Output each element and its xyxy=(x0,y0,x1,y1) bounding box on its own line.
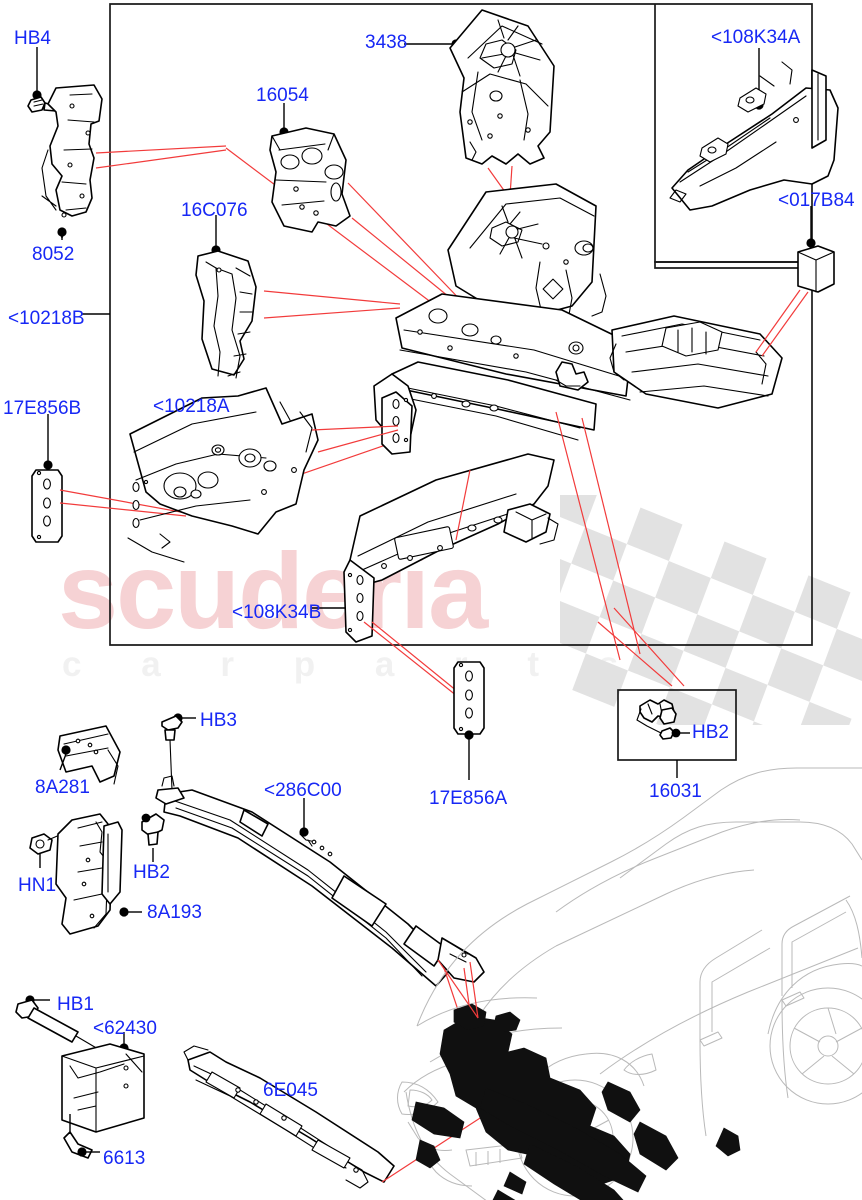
part-label-6E045[interactable]: 6E045 xyxy=(263,1080,318,1101)
part-16054-apron-reinforcement xyxy=(269,103,351,233)
part-label-017B84[interactable]: <017B84 xyxy=(778,190,855,211)
part-017B84-mounting-block xyxy=(797,206,835,293)
part-HB2-left-bolt xyxy=(141,813,165,862)
part-label-HB3[interactable]: HB3 xyxy=(200,710,237,731)
part-label-HB2-left[interactable]: HB2 xyxy=(133,862,170,883)
part-HB1-long-bolt xyxy=(15,995,111,1057)
part-17E856B-strip xyxy=(31,414,63,543)
part-label-8052[interactable]: 8052 xyxy=(32,244,75,265)
part-label-3438[interactable]: 3438 xyxy=(365,32,408,53)
part-label-286C00[interactable]: <286C00 xyxy=(264,780,342,801)
part-label-10218B[interactable]: <10218B xyxy=(8,308,85,329)
part-108K34B-front-rail-left xyxy=(312,453,559,643)
part-label-108K34A[interactable]: <108K34A xyxy=(711,27,801,48)
part-3438-strut-tower xyxy=(404,9,555,165)
part-8A193-bracket xyxy=(55,813,142,935)
part-label-HB2-inset[interactable]: HB2 xyxy=(692,722,729,743)
part-label-16C076[interactable]: 16C076 xyxy=(181,200,248,221)
part-16C076-brace xyxy=(195,215,257,379)
part-label-17E856B[interactable]: 17E856B xyxy=(3,398,82,419)
part-62430-box-bracket xyxy=(61,1032,145,1159)
part-286C00-bumper-beam xyxy=(155,775,485,987)
part-label-17E856A[interactable]: 17E856A xyxy=(429,788,508,809)
part-main-front-structure-assembly xyxy=(373,183,783,455)
part-label-HB1[interactable]: HB1 xyxy=(57,994,94,1015)
part-HB3-bolt xyxy=(161,713,196,791)
part-6E045-lower-tie-bar xyxy=(183,1045,395,1189)
inset-16031 xyxy=(617,689,737,778)
vehicle-outline-illustration xyxy=(397,767,862,1200)
part-label-10218A[interactable]: <10218A xyxy=(153,396,230,417)
part-label-62430[interactable]: <62430 xyxy=(93,1018,157,1039)
part-8052-panel xyxy=(41,84,103,237)
part-label-16054[interactable]: 16054 xyxy=(256,85,309,106)
part-17E856A-strip xyxy=(453,661,485,780)
part-label-HB4[interactable]: HB4 xyxy=(14,28,51,49)
part-10218A-apron-panel xyxy=(127,387,319,563)
part-label-108K34B[interactable]: <108K34B xyxy=(232,602,322,623)
part-108K34A-front-rail-right xyxy=(669,48,839,211)
part-label-8A281[interactable]: 8A281 xyxy=(35,777,90,798)
part-8A281-bracket xyxy=(57,725,121,785)
part-label-HN1[interactable]: HN1 xyxy=(18,875,57,896)
part-label-6613[interactable]: 6613 xyxy=(103,1148,146,1169)
part-label-16031[interactable]: 16031 xyxy=(649,781,702,802)
part-label-8A193[interactable]: 8A193 xyxy=(147,902,202,923)
